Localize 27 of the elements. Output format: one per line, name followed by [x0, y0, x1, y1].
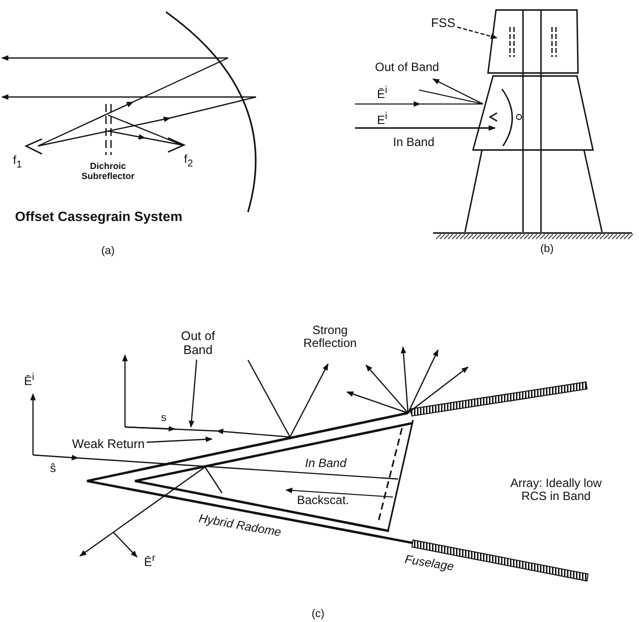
- vector-symbol: s: [161, 412, 166, 424]
- ray-label: In Band: [305, 457, 346, 470]
- annotation: Array: Ideally low RCS in Band: [509, 477, 603, 504]
- focal-point-label: f$_{1}$: [13, 154, 22, 170]
- panel-label: (b): [539, 243, 555, 256]
- leader-line: [146, 436, 213, 443]
- leader-line: [188, 360, 198, 428]
- ray-label: In Band: [393, 136, 434, 150]
- callout-label: Weak Return: [72, 437, 145, 452]
- field-symbol: E$^{i}$: [377, 111, 388, 128]
- callout-label: Out of Band: [172, 329, 224, 358]
- ray-label: Strong Reflection: [302, 324, 358, 350]
- callout-label: FSS: [431, 16, 456, 30]
- ray-label: Backscat.: [297, 494, 350, 508]
- field-symbol: Ē$^{r}$: [144, 553, 156, 570]
- focal-point-label: f$_{2}$: [184, 153, 193, 170]
- ray-label: Out of Band: [375, 61, 440, 74]
- field-symbol: Ē$^{i}$: [24, 372, 34, 388]
- panel-label: (a): [100, 245, 116, 258]
- component-label: Hybrid Radome: [198, 512, 282, 540]
- leader-line: [457, 26, 498, 40]
- component-label: Dichroic Subreflector: [80, 162, 136, 182]
- panel-label: (c): [310, 608, 326, 620]
- field-symbol: Ē$^{i}$: [377, 85, 388, 102]
- figure-caption: Offset Cassegrain System: [15, 210, 182, 225]
- vector-symbol: ŝ: [50, 462, 56, 476]
- component-label: Fuselage: [404, 553, 455, 574]
